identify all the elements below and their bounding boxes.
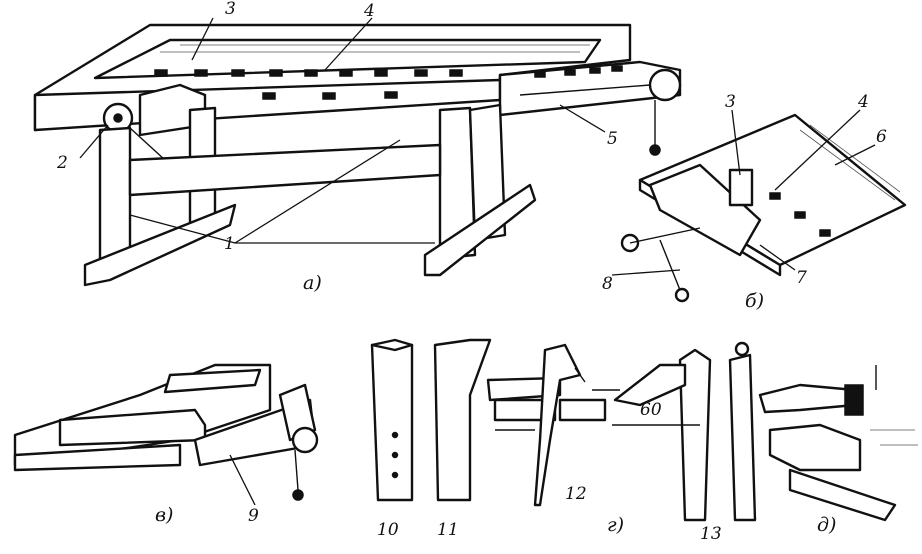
- subfigure-d-label: д): [817, 514, 837, 536]
- workbench-top-detail: [611, 109, 907, 303]
- subfigure-a-label: а): [303, 272, 322, 294]
- callout-12: 12: [565, 484, 587, 504]
- callout-13: 13: [700, 524, 722, 544]
- hammer-usage: [758, 365, 918, 522]
- bench-dogs: [370, 338, 620, 507]
- subfigure-v-label: в): [155, 504, 174, 526]
- callout-10: 10: [377, 520, 399, 540]
- callout-4: 4: [364, 1, 375, 21]
- callout-4b: 4: [858, 92, 869, 112]
- metal-bench-dog: [612, 341, 757, 522]
- workbench-main: [33, 17, 682, 287]
- callout-2: 2: [57, 153, 68, 173]
- callout-8: 8: [602, 274, 613, 294]
- callout-6: 6: [876, 127, 887, 147]
- callout-3b: 3: [725, 92, 736, 112]
- callout-3: 3: [225, 0, 236, 19]
- callout-7: 7: [796, 268, 807, 288]
- angle-label: 60: [640, 400, 662, 420]
- callout-9: 9: [248, 506, 259, 526]
- callout-5: 5: [607, 129, 618, 149]
- vise-assembly: [13, 363, 319, 506]
- subfigure-g-label: г): [607, 514, 625, 536]
- callout-11: 11: [437, 520, 459, 540]
- callout-1: 1: [224, 234, 235, 254]
- subfigure-b-label: б): [745, 290, 765, 312]
